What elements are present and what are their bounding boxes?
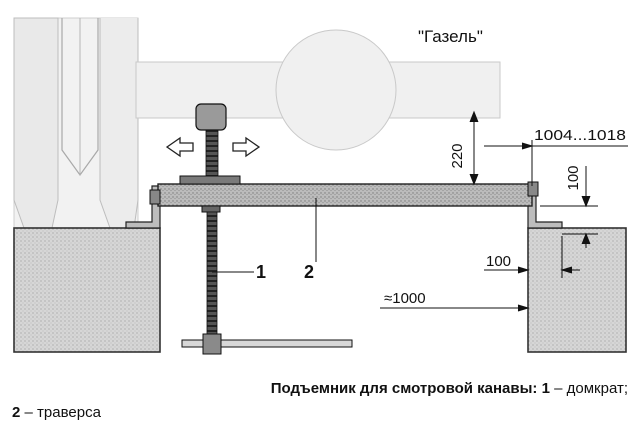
roller-right	[527, 181, 539, 197]
dim-100-horizontal-label: 100	[486, 253, 511, 270]
traverse-beam	[157, 183, 533, 207]
dim-100-vertical-label: 100	[565, 165, 582, 190]
roller-left	[149, 189, 161, 205]
vehicle-wheel	[13, 17, 139, 229]
caption-title: Подъемник для смотровой канавы:	[270, 380, 538, 397]
rear-axle	[135, 29, 501, 151]
part-2-label: 2	[304, 262, 314, 282]
dimension-lines	[212, 110, 628, 312]
dim-approx-1000-label: ≈1000	[384, 290, 426, 307]
part-1-label: 1	[256, 262, 266, 282]
arrow-right-icon	[232, 136, 261, 158]
caption-item-1-number: 1	[541, 380, 550, 397]
dim-220-label: 220	[449, 143, 466, 168]
dim-1004-1018-label: 1004...1018	[534, 127, 626, 144]
lift-diagram: "Газель" 220 1004...1018 100 100 ≈1000 1…	[13, 17, 628, 355]
caption-line-1: Подъемник для смотровой канавы: 1 – домк…	[12, 380, 628, 397]
jack	[179, 103, 353, 355]
caption-item-1-text: – домкрат;	[554, 380, 628, 397]
caption-line-2: 2 – траверса	[12, 404, 628, 421]
caption-item-2-number: 2	[12, 404, 21, 421]
vehicle-label: "Газель"	[418, 27, 483, 46]
pit-wall-left	[13, 227, 161, 353]
arrow-left-icon	[165, 136, 194, 158]
pit-wall-right	[527, 227, 627, 353]
caption-item-2-text: – траверса	[24, 404, 101, 421]
